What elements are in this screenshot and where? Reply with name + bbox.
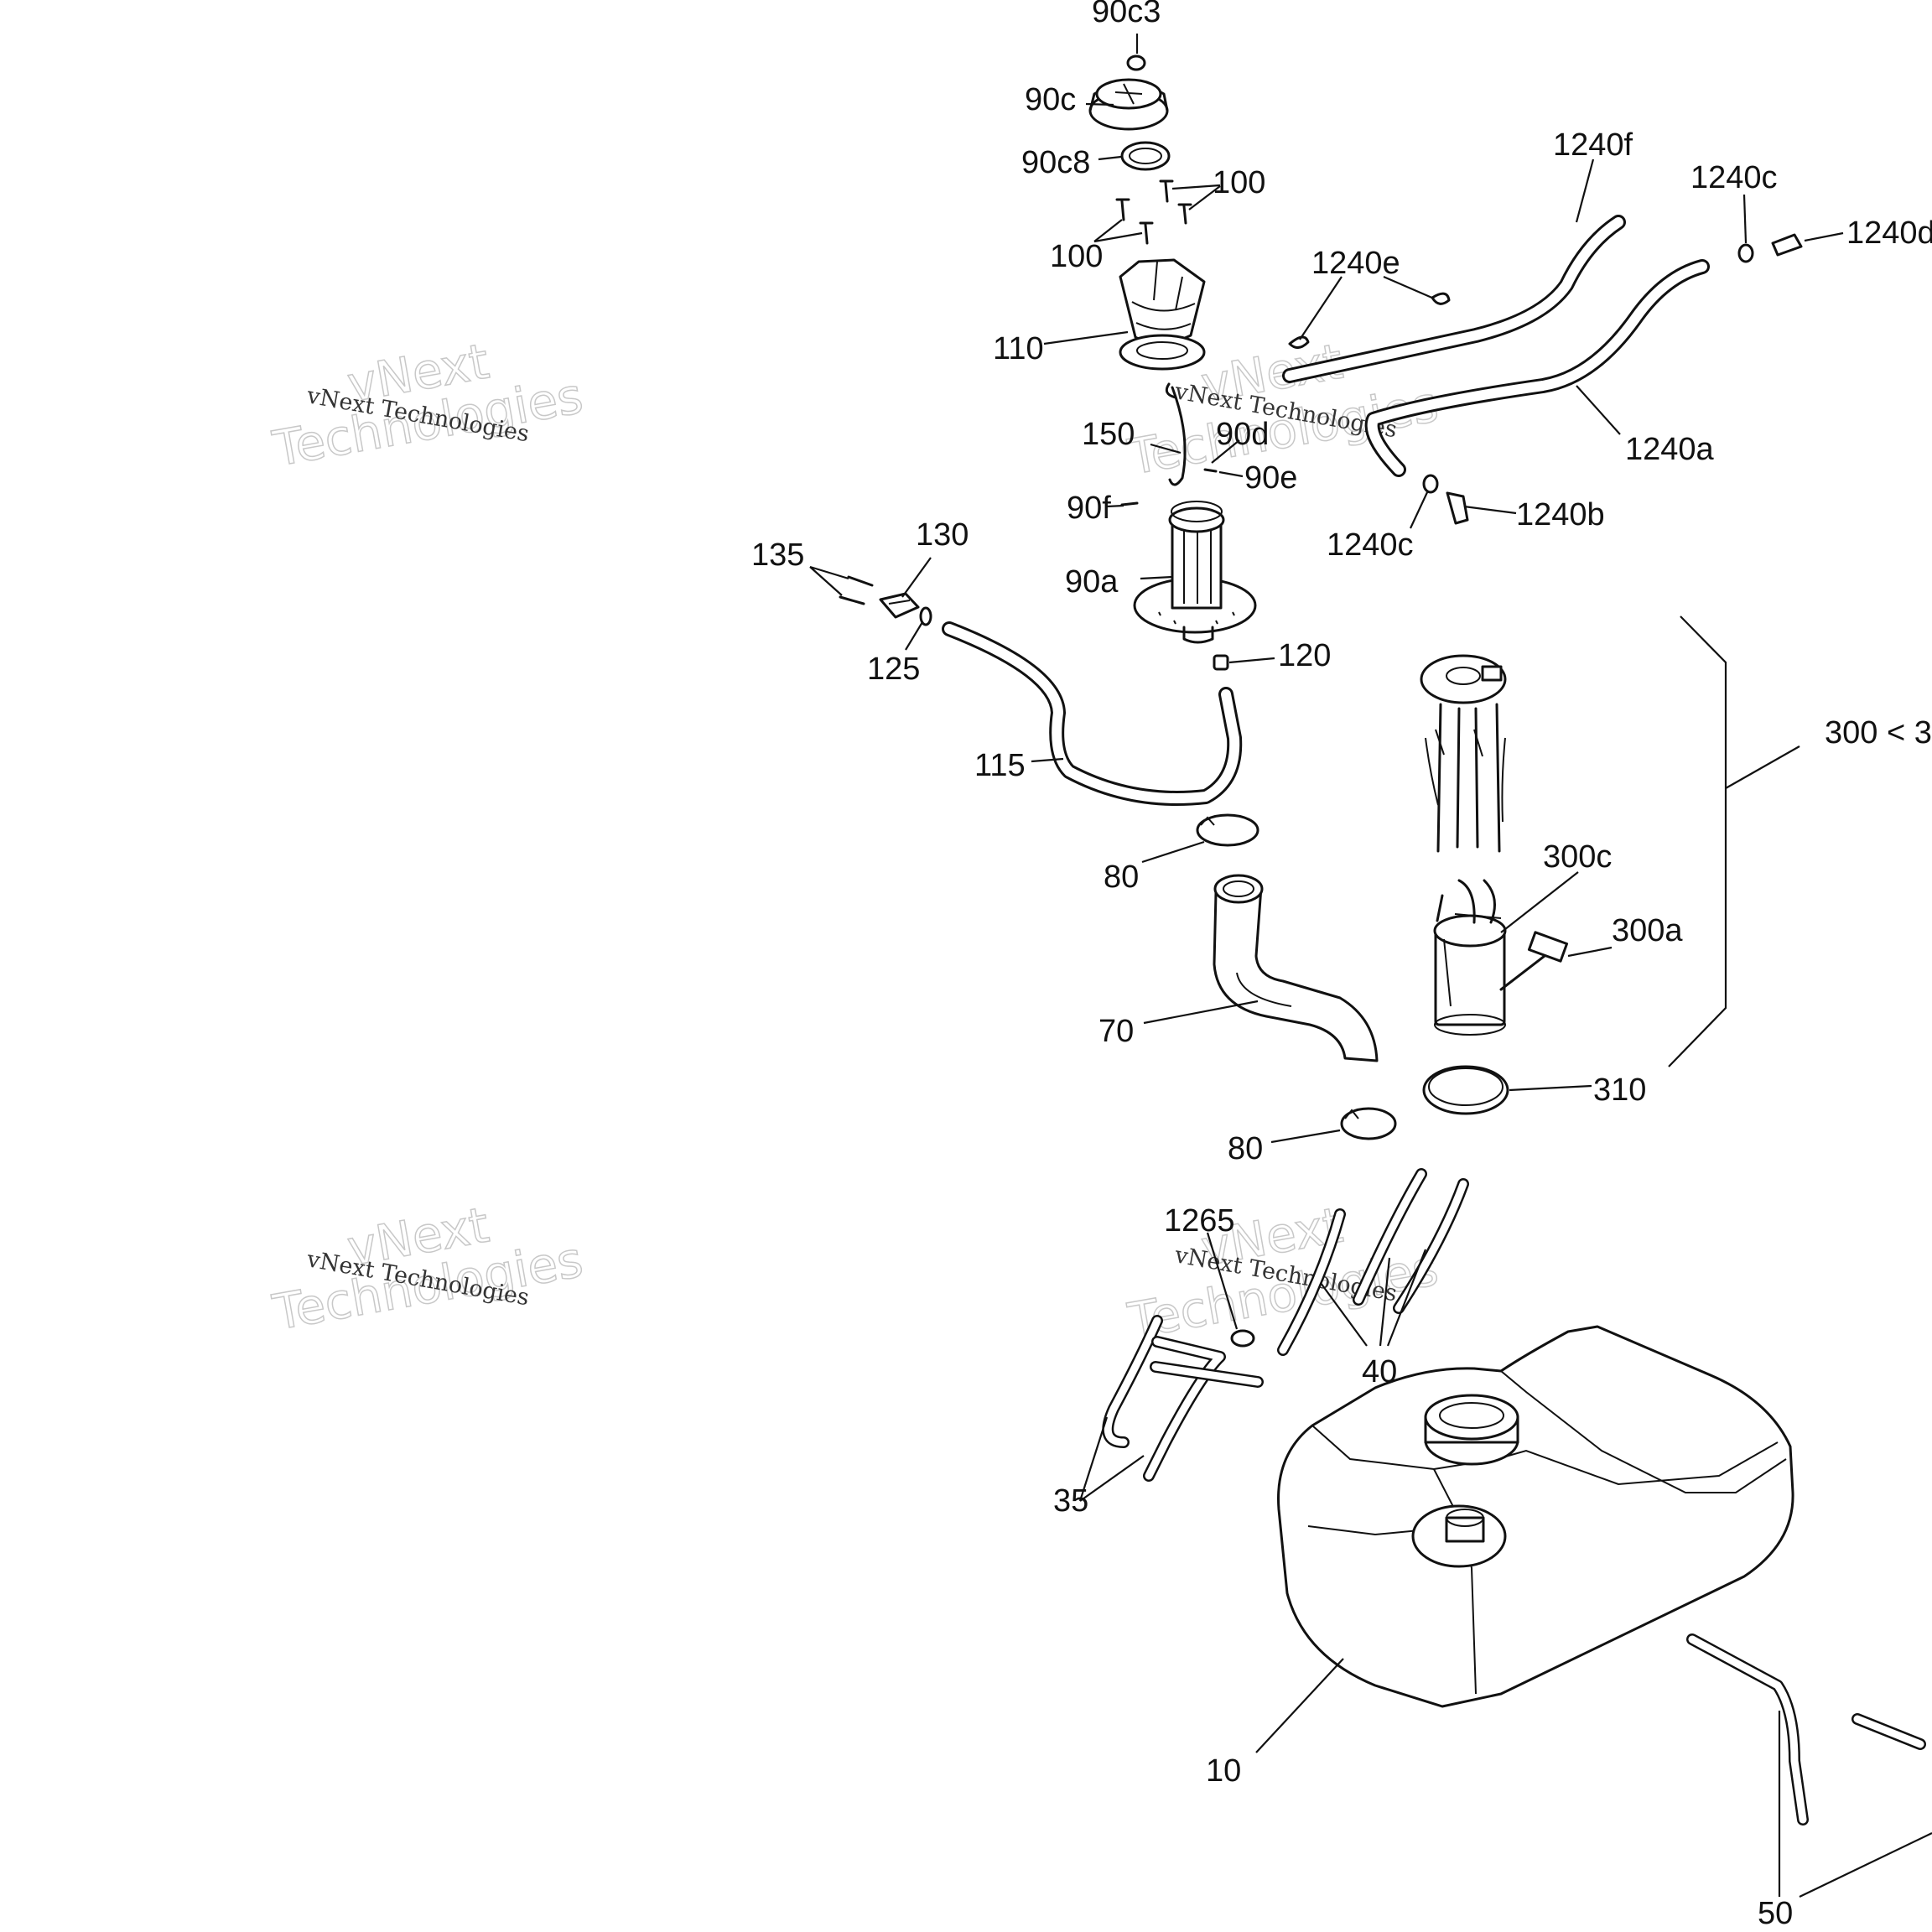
part-40-straps bbox=[1277, 1168, 1469, 1356]
part-1265-clip bbox=[1230, 1329, 1255, 1348]
part-1240e-clips bbox=[1288, 292, 1451, 349]
part-10-fuel-tank bbox=[1277, 1325, 1794, 1708]
callout-90d: 90d bbox=[1216, 417, 1269, 452]
callout-90a: 90a bbox=[1065, 564, 1119, 600]
callout-1240f: 1240f bbox=[1553, 127, 1633, 163]
part-50-straps bbox=[1686, 1633, 1926, 1826]
part-150-tether bbox=[1165, 382, 1187, 486]
callout-35: 35 bbox=[1053, 1483, 1088, 1519]
callout-90c3: 90c3 bbox=[1092, 0, 1161, 29]
part-300c-pump-body bbox=[1433, 879, 1507, 1036]
callout-300: 300 < 310 bbox=[1825, 715, 1932, 750]
callout-50: 50 bbox=[1758, 1896, 1793, 1931]
part-1240d-fitting bbox=[1771, 233, 1803, 257]
callout-300a: 300a bbox=[1612, 913, 1683, 948]
callout-150: 150 bbox=[1082, 417, 1135, 452]
callout-100-top: 100 bbox=[1213, 165, 1265, 200]
callout-120: 120 bbox=[1278, 638, 1331, 673]
part-100-screws bbox=[1115, 179, 1192, 245]
part-90c8-gasket bbox=[1120, 141, 1171, 171]
part-300a-float-arm bbox=[1499, 931, 1569, 991]
callout-135: 135 bbox=[751, 538, 804, 573]
callout-10: 10 bbox=[1206, 1753, 1241, 1789]
part-70-filler-hose bbox=[1213, 874, 1379, 1062]
callout-125: 125 bbox=[867, 652, 920, 687]
callout-300c: 300c bbox=[1543, 839, 1612, 875]
callout-100-bottom: 100 bbox=[1050, 239, 1103, 274]
callout-110: 110 bbox=[993, 331, 1044, 366]
part-1240f-hose bbox=[1282, 215, 1626, 383]
leader-lines bbox=[809, 34, 1932, 1898]
part-110-filler-funnel bbox=[1119, 258, 1206, 371]
callout-90c8: 90c8 bbox=[1021, 145, 1090, 180]
callout-90e: 90e bbox=[1244, 460, 1297, 496]
part-90c-fuel-cap bbox=[1088, 78, 1169, 131]
callout-1240c-top: 1240c bbox=[1690, 160, 1778, 195]
part-1240b-fitting bbox=[1446, 491, 1469, 525]
callout-90f: 90f bbox=[1067, 491, 1111, 526]
callout-labels: 90c3 90c 90c8 100 100 1240f 1240c 1240d … bbox=[751, 0, 1932, 1931]
callout-130: 130 bbox=[916, 517, 969, 553]
part-90def-small-parts bbox=[1120, 468, 1218, 506]
callout-310: 310 bbox=[1593, 1072, 1646, 1108]
part-80-clamp-upper bbox=[1196, 813, 1259, 847]
part-90a-filler-neck bbox=[1133, 501, 1257, 644]
callout-1240e: 1240e bbox=[1311, 246, 1400, 281]
callout-1240c-bottom: 1240c bbox=[1327, 527, 1414, 563]
callout-1240b: 1240b bbox=[1516, 497, 1605, 532]
part-90c3-plug bbox=[1126, 55, 1146, 71]
callout-80-lower: 80 bbox=[1228, 1131, 1263, 1166]
part-115-vent-hose bbox=[942, 621, 1243, 806]
part-80-clamp-lower bbox=[1340, 1107, 1397, 1140]
part-120-clamp bbox=[1213, 654, 1229, 671]
part-310-lock-ring bbox=[1422, 1065, 1509, 1115]
callout-1265: 1265 bbox=[1164, 1203, 1235, 1239]
callout-90c: 90c bbox=[1025, 82, 1076, 117]
callout-1240a: 1240a bbox=[1625, 432, 1715, 467]
callout-1240d: 1240d bbox=[1846, 216, 1932, 251]
group-bracket-300 bbox=[1668, 615, 1800, 1067]
part-1240c-clamps bbox=[1422, 243, 1754, 494]
part-1240a-hose bbox=[1364, 259, 1710, 477]
part-300-pump-module-top bbox=[1420, 654, 1507, 853]
callout-70: 70 bbox=[1098, 1014, 1134, 1049]
callout-40: 40 bbox=[1362, 1354, 1397, 1389]
callout-115: 115 bbox=[974, 748, 1026, 783]
callout-80-upper: 80 bbox=[1104, 860, 1139, 895]
part-130-bracket bbox=[839, 575, 932, 626]
part-35-straps bbox=[1102, 1315, 1264, 1482]
